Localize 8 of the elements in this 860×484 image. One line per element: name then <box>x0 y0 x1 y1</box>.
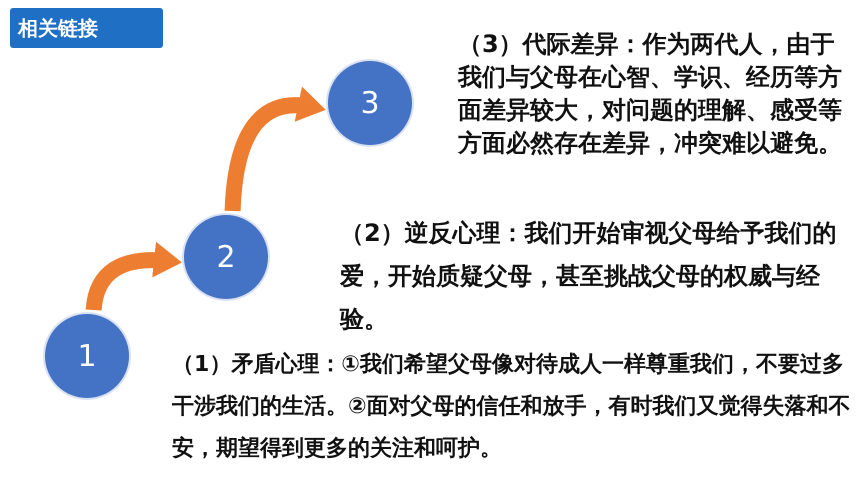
step-number: 1 <box>77 338 97 374</box>
explanation-paragraph: （2）逆反心理：我们开始审视父母给予我们的爱，开始质疑父母，甚至挑战父母的权威与经验。 <box>340 218 838 335</box>
explanation-paragraph: （3）代际差异：作为两代人，由于我们与父母在心智、学识、经历等方面差异较大，对问题的理解、感受等方面必然存在差异，冲突难以避免。 <box>458 29 843 159</box>
step-number: 3 <box>360 86 380 120</box>
heading-tab: 相关链接 <box>10 8 163 48</box>
curved-arrow <box>224 87 326 212</box>
step-number: 2 <box>216 240 236 274</box>
explanation-paragraph: （1）矛盾心理：①我们希望父母像对待成人一样尊重我们，不要过多干涉我们的生活。②面对父母的信任和放手，有时我们又觉得失落和不安，期望得到更多的关注和呵护。 <box>172 350 852 463</box>
